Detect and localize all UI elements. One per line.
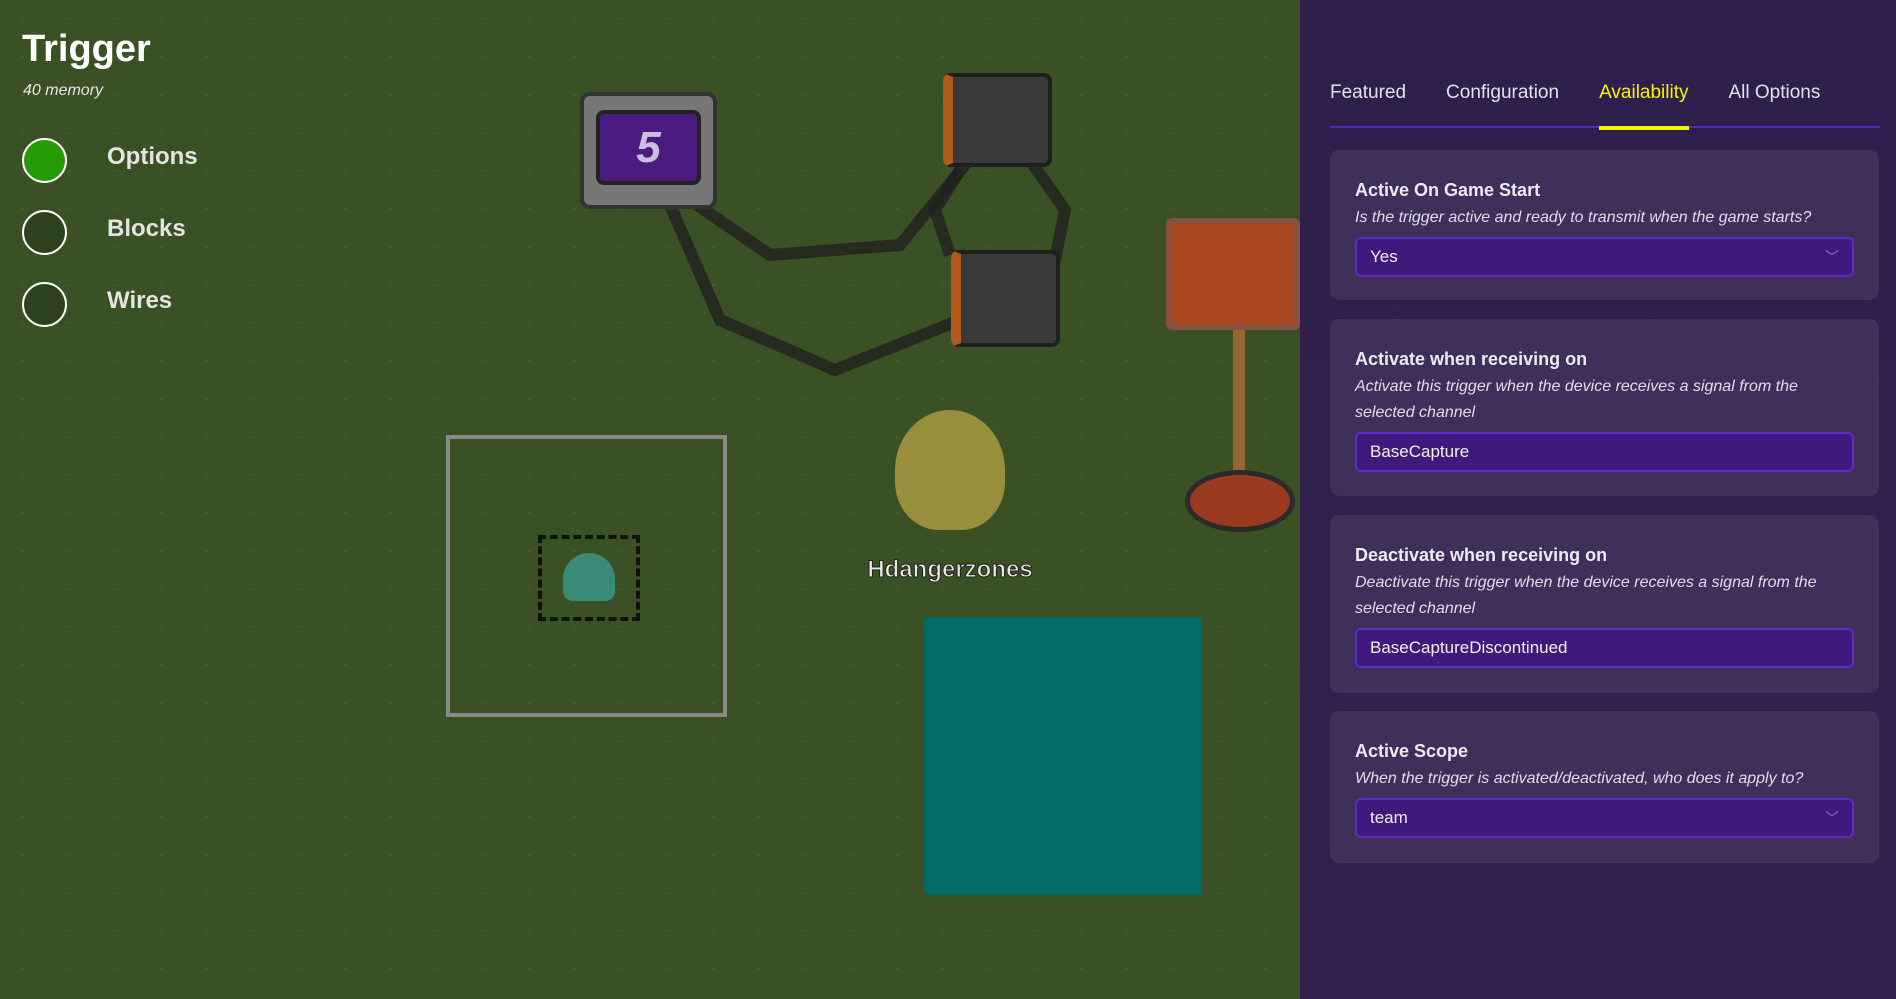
game-canvas[interactable]: Trigger 40 memory Options Blocks Wires 5… xyxy=(0,0,1300,999)
setting-title: Activate when receiving on xyxy=(1355,349,1588,369)
setting-title: Deactivate when receiving on xyxy=(1355,545,1608,565)
setting-active-scope: Active Scope When the trigger is activat… xyxy=(1330,711,1879,863)
tab-bar: Featured Configuration Availability All … xyxy=(1330,82,1880,130)
tab-all-options[interactable]: All Options xyxy=(1728,82,1821,103)
pedestal-device[interactable] xyxy=(1185,470,1295,532)
counter-device[interactable]: 5 xyxy=(580,92,717,209)
zone-outline[interactable] xyxy=(446,435,727,717)
memory-usage: 40 memory xyxy=(23,82,104,99)
relay-device[interactable] xyxy=(943,73,1052,167)
beam xyxy=(1233,330,1245,480)
setting-title: Active On Game Start xyxy=(1355,180,1541,200)
setting-description: When the trigger is activated/deactivate… xyxy=(1355,770,1804,787)
setting-description: Deactivate this trigger when the device … xyxy=(1355,574,1817,617)
mode-wires[interactable]: Wires xyxy=(22,282,172,327)
mode-label: Options xyxy=(107,142,198,170)
input-value: BaseCaptureDiscontinued xyxy=(1370,638,1568,657)
relay-device[interactable] xyxy=(951,250,1060,347)
setting-active-on-game-start: Active On Game Start Is the trigger acti… xyxy=(1330,150,1879,300)
player-avatar[interactable] xyxy=(895,410,1005,530)
select-value: team xyxy=(1370,808,1408,827)
tab-availability[interactable]: Availability xyxy=(1599,82,1689,130)
mode-label: Wires xyxy=(107,286,173,314)
player-name: Hdangerzones xyxy=(867,556,1033,584)
select-value: Yes xyxy=(1370,247,1398,266)
water-zone[interactable] xyxy=(924,617,1202,895)
device-title: Trigger xyxy=(22,28,151,70)
setting-deactivate-channel: Deactivate when receiving on Deactivate … xyxy=(1330,515,1879,693)
radio-icon xyxy=(22,210,67,255)
mode-options[interactable]: Options xyxy=(22,138,198,183)
counter-value: 5 xyxy=(596,110,701,185)
radio-icon xyxy=(22,282,67,327)
setting-description: Is the trigger active and ready to trans… xyxy=(1355,209,1812,226)
active-on-start-select[interactable]: Yes ﹀ xyxy=(1355,237,1854,277)
deactivate-channel-input[interactable]: BaseCaptureDiscontinued xyxy=(1355,628,1854,668)
chevron-down-icon: ﹀ xyxy=(1825,810,1839,826)
spawn-pad-icon xyxy=(538,535,640,621)
chevron-down-icon: ﹀ xyxy=(1825,249,1839,265)
setting-title: Active Scope xyxy=(1355,741,1469,761)
active-scope-select[interactable]: team ﹀ xyxy=(1355,798,1854,838)
setting-description: Activate this trigger when the device re… xyxy=(1355,378,1798,421)
radio-icon xyxy=(22,138,67,183)
waypoint-sign-icon[interactable] xyxy=(1166,218,1300,330)
tab-featured[interactable]: Featured xyxy=(1330,82,1407,103)
settings-panel: Featured Configuration Availability All … xyxy=(1300,0,1896,999)
setting-activate-channel: Activate when receiving on Activate this… xyxy=(1330,319,1879,496)
input-value: BaseCapture xyxy=(1370,442,1470,461)
activate-channel-input[interactable]: BaseCapture xyxy=(1355,432,1854,472)
mode-label: Blocks xyxy=(107,214,186,242)
tab-configuration[interactable]: Configuration xyxy=(1446,82,1560,103)
mode-blocks[interactable]: Blocks xyxy=(22,210,186,255)
